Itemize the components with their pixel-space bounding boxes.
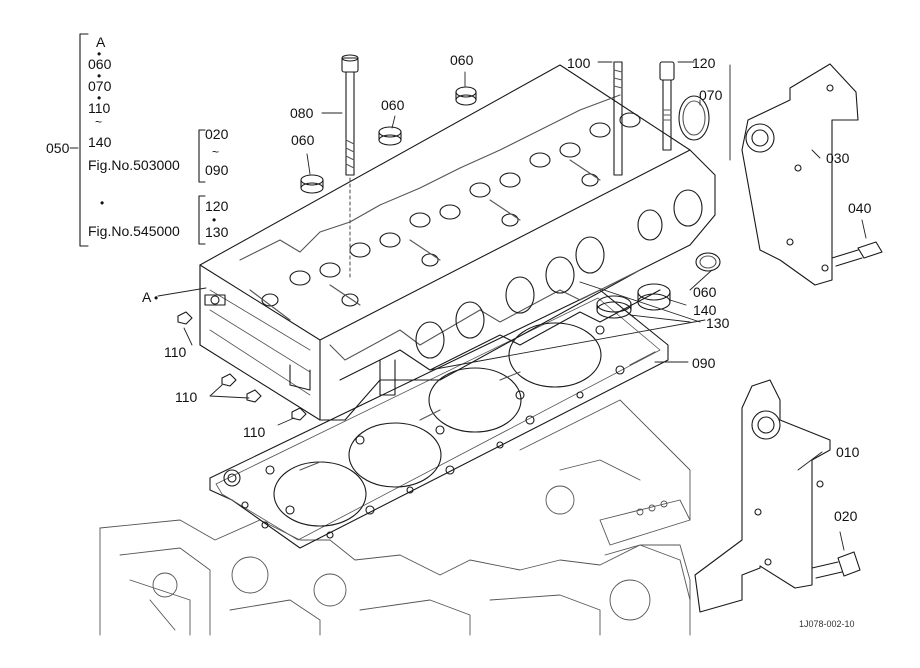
callout-030: 030 <box>826 150 850 166</box>
callout-020: 020 <box>834 508 858 524</box>
callout-080: 080 <box>290 105 314 121</box>
legend-range-090: 090 <box>205 162 229 178</box>
legend-range-start: A <box>96 34 106 50</box>
nuts <box>177 311 307 421</box>
legend-group-number: 050 <box>46 140 70 156</box>
legend-range-020: 020 <box>205 126 229 142</box>
legend-bracket <box>79 33 206 247</box>
leader-lines <box>69 61 867 551</box>
callout-130: 130 <box>706 315 730 331</box>
engine-block <box>99 399 691 636</box>
stud <box>613 61 623 176</box>
legend-separator-tilde: ~ <box>212 145 220 159</box>
legend-separator-dot: • <box>212 213 217 227</box>
nipple <box>659 61 675 151</box>
callout-060-top: 060 <box>450 52 474 68</box>
hanger-bracket-rear <box>741 63 859 286</box>
legend-item-110: 110 <box>88 100 111 116</box>
legend-separator-tilde: ~ <box>95 115 103 129</box>
drawing-id: 1J078-002-10 <box>799 619 855 629</box>
seal-rings <box>300 86 721 319</box>
legend-separator-dot: • <box>97 47 102 61</box>
callout-090: 090 <box>692 355 716 371</box>
callout-040: 040 <box>848 200 872 216</box>
legend-separator-dot: • <box>97 91 102 105</box>
callout-060-mid: 060 <box>381 97 405 113</box>
legend-fig-primary: Fig.No.503000 <box>88 157 180 173</box>
plug <box>678 95 710 141</box>
legend-separator-dot: • <box>100 196 105 210</box>
callout-110-a: 110 <box>164 344 187 360</box>
callout-060-left: 060 <box>291 132 315 148</box>
callout-120: 120 <box>692 55 716 71</box>
cylinder-head <box>199 64 716 421</box>
callout-140: 140 <box>693 302 717 318</box>
legend-item-140: 140 <box>88 134 112 150</box>
legend-fig-secondary: Fig.No.545000 <box>88 223 180 239</box>
callout-110-b: 110 <box>175 389 198 405</box>
legend-item-070: 070 <box>88 78 112 94</box>
legend-item-060: 060 <box>88 56 112 72</box>
callout-060-right: 060 <box>693 284 717 300</box>
callout-110-c: 110 <box>243 424 266 440</box>
legend-separator-dot: • <box>97 69 102 83</box>
hanger-bracket-front <box>694 379 831 613</box>
legend-range-130: 130 <box>205 224 229 240</box>
head-bolt <box>341 54 359 281</box>
callout-010: 010 <box>836 444 860 460</box>
bracket-bolt-front <box>811 551 861 579</box>
legend-range-120: 120 <box>205 198 229 214</box>
callout-100: 100 <box>567 55 591 71</box>
callout-A: A <box>142 289 152 305</box>
bracket-bolt-rear <box>831 241 883 267</box>
callout-070: 070 <box>699 87 723 103</box>
head-gasket <box>209 289 669 549</box>
callout-dot-A: • <box>154 291 159 305</box>
